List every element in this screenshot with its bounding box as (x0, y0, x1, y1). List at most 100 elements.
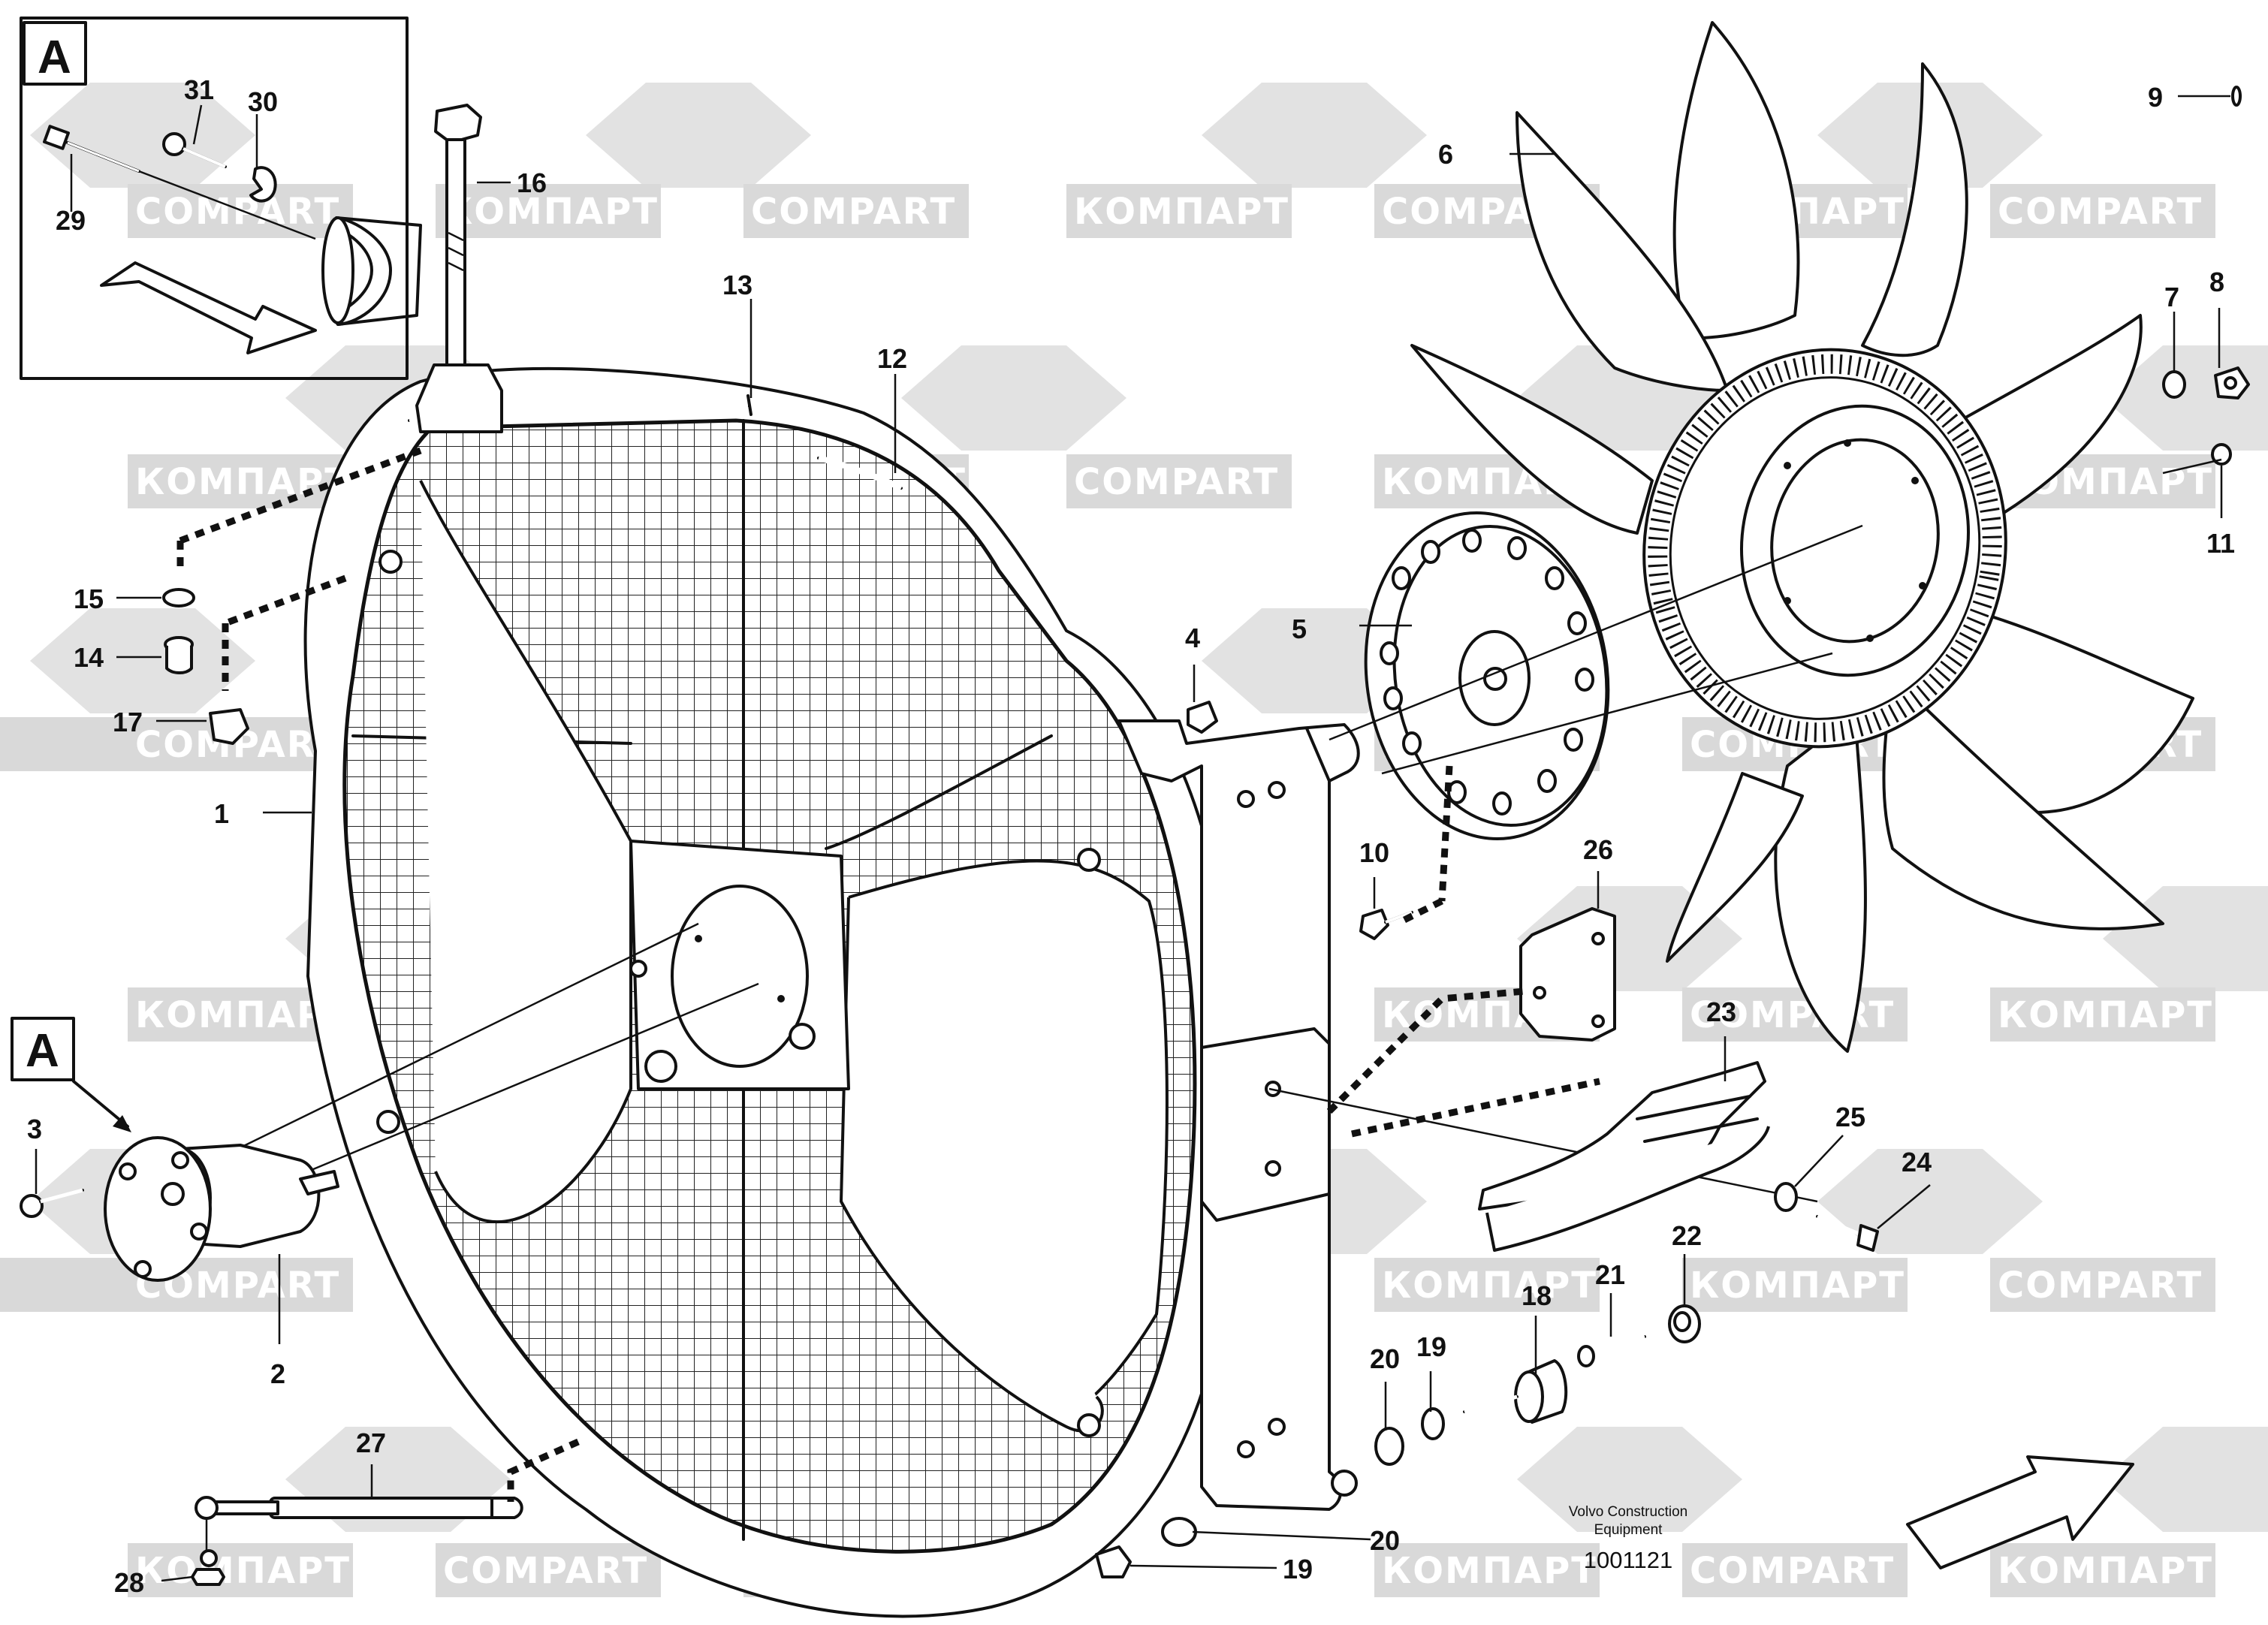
callout-4: 4 (1185, 623, 1200, 653)
bolt-24-icon (1816, 1214, 1879, 1252)
fan-motor (104, 1136, 339, 1282)
callout-8: 8 (2209, 267, 2224, 297)
washer-19-icon (1421, 1407, 1445, 1440)
callout-5: 5 (1292, 614, 1307, 644)
callout-labels: 1 2 3 4 5 6 7 8 9 10 11 12 13 14 15 16 1… (27, 74, 2235, 1598)
callout-27: 27 (356, 1428, 386, 1458)
nut-17-icon (209, 708, 249, 745)
bolt-31-icon (162, 132, 227, 168)
plate-26-icon (1519, 907, 1616, 1042)
callout-31: 31 (184, 74, 214, 105)
callout-6: 6 (1438, 139, 1453, 170)
callout-9: 9 (2148, 82, 2163, 113)
watermark-text: КОМПАРТ (443, 191, 659, 233)
ball-stud-28-icon (191, 1549, 225, 1586)
callout-20-lower: 20 (1370, 1525, 1400, 1556)
stud-9-icon (2231, 86, 2242, 107)
callout-17: 17 (113, 707, 143, 737)
detail-reference-label: A (26, 1025, 59, 1077)
callout-11: 11 (2206, 528, 2235, 559)
bracket-cylinder-icon (321, 216, 422, 326)
leader-lines (35, 95, 2230, 1582)
shroud-hub-plate (629, 840, 850, 1090)
callout-19: 19 (1416, 1331, 1446, 1362)
callout-19-lower: 19 (1283, 1554, 1313, 1584)
footer-line1: Volvo Construction (1569, 1504, 1687, 1520)
detail-label-box (23, 21, 87, 86)
watermark-text: COMPART (1690, 994, 1895, 1036)
nut-19-lower-icon (1095, 1545, 1132, 1578)
watermark-text: COMPART (1690, 1550, 1895, 1592)
shroud-brace (419, 480, 1169, 1433)
washer-20-lower-icon (1161, 1517, 1197, 1547)
watermark-text: КОМПАРТ (1998, 994, 2213, 1036)
watermark-text: КОМПАРТ (1382, 1550, 1597, 1592)
washer-25-icon (1774, 1182, 1798, 1212)
watermark-text: COMPART (1074, 461, 1279, 503)
detail-label: A (38, 32, 71, 83)
callout-29: 29 (56, 205, 86, 236)
callout-14: 14 (74, 642, 104, 673)
latch-23-icon (1478, 1061, 1770, 1252)
sensor-part-29-icon (43, 125, 140, 173)
nut-8-icon (2214, 366, 2250, 399)
drawing-footer: Volvo Construction Equipment 1001121 (1569, 1504, 1687, 1573)
callout-13: 13 (722, 270, 752, 300)
watermark-text: COMPART (443, 1550, 648, 1592)
bolt-3-icon (20, 1188, 84, 1218)
mounting-bracket (1117, 719, 1360, 1511)
footer-line2: Equipment (1594, 1522, 1663, 1538)
fan-shroud (303, 363, 1233, 1618)
watermark-text: COMPART (135, 191, 340, 233)
callout-18: 18 (1522, 1280, 1552, 1311)
nut-4-icon (1187, 701, 1218, 734)
callout-3: 3 (27, 1114, 42, 1144)
callout-30: 30 (248, 86, 278, 117)
callout-28: 28 (114, 1567, 144, 1598)
watermark-text: КОМПАРТ (1382, 1265, 1597, 1307)
callout-20: 20 (1370, 1343, 1400, 1374)
callout-22: 22 (1672, 1220, 1702, 1251)
callout-23: 23 (1706, 996, 1736, 1027)
gas-strut-27-icon (195, 1496, 523, 1520)
clip-30-icon (249, 166, 277, 203)
direction-arrow-icon (1906, 1455, 2134, 1569)
flange-bolt-holes (1380, 529, 1594, 816)
detail-a-inset: A (20, 17, 422, 380)
callout-15: 15 (74, 583, 104, 614)
callout-2: 2 (270, 1358, 285, 1389)
watermark-text: COMPART (1998, 191, 2203, 233)
watermark-text: КОМПАРТ (135, 461, 351, 503)
callout-24: 24 (1902, 1147, 1932, 1177)
callout-16: 16 (517, 167, 547, 198)
washer-20-icon (1374, 1427, 1404, 1466)
nut-22-icon (1668, 1304, 1701, 1343)
drawing-number: 1001121 (1584, 1547, 1672, 1573)
bolt-16-icon (434, 104, 482, 366)
callout-1: 1 (214, 798, 229, 829)
bushing-14-icon (164, 636, 194, 674)
detail-a-reference: A (11, 1017, 131, 1132)
fan-blades (1410, 21, 2194, 1053)
callout-25: 25 (1835, 1102, 1865, 1132)
callout-10: 10 (1359, 837, 1389, 868)
inset-frame (20, 17, 409, 380)
bolt-10-icon (1359, 909, 1413, 940)
callout-21: 21 (1595, 1259, 1625, 1290)
bolt-21-icon (1577, 1334, 1646, 1367)
watermark-text: КОМПАРТ (1998, 1550, 2213, 1592)
rubber-mount-18-icon (1463, 1359, 1568, 1424)
watermark-text: КОМПАРТ (1690, 1265, 1905, 1307)
washer-11-icon (2211, 443, 2232, 466)
washer-15-icon (162, 588, 195, 607)
callout-7: 7 (2164, 282, 2179, 312)
watermark-text: COMPART (1998, 1265, 2203, 1307)
callout-12: 12 (877, 343, 907, 374)
watermark-text: КОМПАРТ (1074, 191, 1289, 233)
direction-arrow-inset-icon (100, 261, 317, 354)
watermark-text: КОМПАРТ (135, 1550, 351, 1592)
watermark-text: COMPART (751, 191, 956, 233)
washer-7-icon (2162, 370, 2186, 399)
callout-26: 26 (1583, 834, 1613, 865)
